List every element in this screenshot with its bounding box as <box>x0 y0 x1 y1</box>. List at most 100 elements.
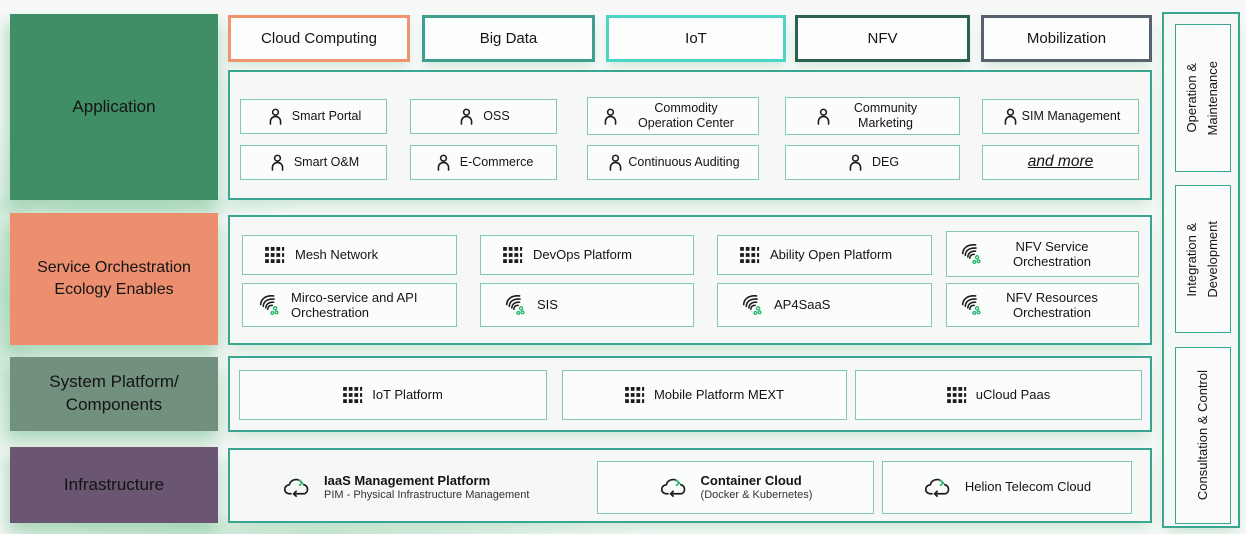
item-label: SIS <box>537 297 558 313</box>
vertical-label: Integration & Development <box>1184 220 1220 298</box>
app-item-smart-portal: Smart Portal <box>240 99 387 134</box>
category-label: IoT <box>685 30 707 47</box>
orchestration-swirl-icon <box>503 293 527 317</box>
category-cloud-computing: Cloud Computing <box>228 15 410 62</box>
svc-item-mesh-network: Mesh Network <box>242 235 457 275</box>
item-label: Mesh Network <box>295 247 379 263</box>
right-item-integration-development: Integration & Development <box>1175 185 1231 333</box>
item-subtitle: PIM - Physical Infrastructure Management <box>324 488 530 501</box>
app-item-deg: DEG <box>785 145 960 180</box>
section-label-text: Application <box>72 96 156 116</box>
person-icon <box>814 107 833 126</box>
sys-item-mobile-platform-mext: Mobile Platform MEXT <box>562 370 847 420</box>
section-label-system-platform: System Platform/ Components <box>10 357 218 431</box>
svc-item-nfv-service-orchestration: NFV Service Orchestration <box>946 231 1139 277</box>
svc-item-sis: SIS <box>480 283 694 327</box>
person-icon <box>434 153 453 172</box>
category-label: Mobilization <box>1026 30 1107 47</box>
right-item-consultation-control: Consultation & Control <box>1175 347 1231 524</box>
svc-item-devops-platform: DevOps Platform <box>480 235 694 275</box>
orchestration-swirl-icon <box>740 293 764 317</box>
vertical-label: Operation & Maintenance <box>1184 60 1220 136</box>
right-item-operation-maintenance: Operation & Maintenance <box>1175 24 1231 172</box>
person-icon <box>601 107 620 126</box>
category-label: Big Data <box>479 30 538 47</box>
item-label: OSS <box>483 109 510 124</box>
infra-item-iaas-management-platform: IaaS Management Platform PIM - Physical … <box>282 450 529 525</box>
item-label: Community Marketing <box>853 101 918 130</box>
person-icon <box>268 153 287 172</box>
item-label: Ability Open Platform <box>770 247 893 263</box>
item-label: Smart Portal <box>291 109 362 124</box>
app-item-and-more: and more <box>982 145 1139 180</box>
grid-icon <box>625 387 645 403</box>
orchestration-swirl-icon <box>959 242 983 266</box>
app-item-smart-om: Smart O&M <box>240 145 387 180</box>
app-item-oss: OSS <box>410 99 557 134</box>
item-title: Container Cloud <box>700 472 802 488</box>
person-icon <box>457 107 476 126</box>
sys-item-ucloud-paas: uCloud Paas <box>855 370 1142 420</box>
category-label: Cloud Computing <box>261 30 377 47</box>
category-mobilization: Mobilization <box>981 15 1152 62</box>
item-label: NFV Service Orchestration <box>1012 238 1092 269</box>
item-subtitle: (Docker & Kubernetes) <box>700 488 813 501</box>
item-title: IaaS Management Platform <box>324 472 491 488</box>
grid-icon <box>946 387 967 403</box>
orchestration-swirl-icon <box>257 293 281 317</box>
vertical-label: Consultation & Control <box>1194 370 1210 501</box>
app-item-commodity-operation-center: Commodity Operation Center <box>587 97 759 135</box>
grid-icon <box>740 247 760 263</box>
system-platform-container: IoT Platform Mobile Platform MEXT uCloud… <box>228 356 1152 432</box>
cloud-sync-icon <box>282 477 312 499</box>
cloud-sync-icon <box>923 477 953 499</box>
item-label: E-Commerce <box>459 155 534 170</box>
service-orchestration-container: Mesh Network DevOps Platform Ability Ope… <box>228 215 1152 345</box>
item-label: SIM Management <box>1021 109 1121 124</box>
section-label-text: System Platform/ Components <box>49 372 179 414</box>
person-icon <box>1001 107 1020 126</box>
grid-icon <box>343 387 363 403</box>
section-label-application: Application <box>10 14 218 200</box>
grid-icon <box>265 247 285 263</box>
sys-item-iot-platform: IoT Platform <box>239 370 547 420</box>
app-item-sim-management: SIM Management <box>982 99 1139 134</box>
item-label: Commodity Operation Center <box>638 101 734 130</box>
app-item-e-commerce: E-Commerce <box>410 145 557 180</box>
category-iot: IoT <box>606 15 786 62</box>
item-label: NFV Resources Orchestration <box>1006 289 1098 320</box>
category-big-data: Big Data <box>422 15 595 62</box>
item-label: Continuous Auditing <box>628 155 740 170</box>
right-sidebar: Operation & Maintenance Integration & De… <box>1162 12 1240 528</box>
app-item-community-marketing: Community Marketing <box>785 97 960 135</box>
svc-item-ap4saas: AP4SaaS <box>717 283 932 327</box>
item-label: DEG <box>871 155 900 170</box>
infrastructure-container: IaaS Management Platform PIM - Physical … <box>228 448 1152 523</box>
item-label: and more <box>1027 153 1094 171</box>
item-label: uCloud Paas <box>975 387 1051 403</box>
item-title: Helion Telecom Cloud <box>964 479 1092 495</box>
app-item-continuous-auditing: Continuous Auditing <box>587 145 759 180</box>
section-label-infrastructure: Infrastructure <box>10 447 218 523</box>
svc-item-micro-service-api-orchestration: Mirco-service and API Orchestration <box>242 283 457 327</box>
section-label-text: Infrastructure <box>63 474 165 494</box>
orchestration-swirl-icon <box>959 293 983 317</box>
grid-icon <box>503 247 523 263</box>
person-icon <box>266 107 285 126</box>
section-label-service-orchestration: Service Orchestration Ecology Enables <box>10 213 218 345</box>
svc-item-ability-open-platform: Ability Open Platform <box>717 235 932 275</box>
item-label: Mirco-service and API Orchestration <box>291 289 418 320</box>
item-label: AP4SaaS <box>774 297 831 313</box>
item-label: DevOps Platform <box>533 247 632 263</box>
person-icon <box>606 153 625 172</box>
application-container: Smart Portal OSS Commodity Operation Cen… <box>228 70 1152 200</box>
infra-item-helion-telecom-cloud: Helion Telecom Cloud <box>882 461 1132 514</box>
item-label: Smart O&M <box>293 155 360 170</box>
category-label: NFV <box>867 30 898 47</box>
infra-item-container-cloud: Container Cloud (Docker & Kubernetes) <box>597 461 874 514</box>
cloud-sync-icon <box>659 477 689 499</box>
category-nfv: NFV <box>795 15 970 62</box>
person-icon <box>846 153 865 172</box>
item-label: IoT Platform <box>372 387 443 403</box>
